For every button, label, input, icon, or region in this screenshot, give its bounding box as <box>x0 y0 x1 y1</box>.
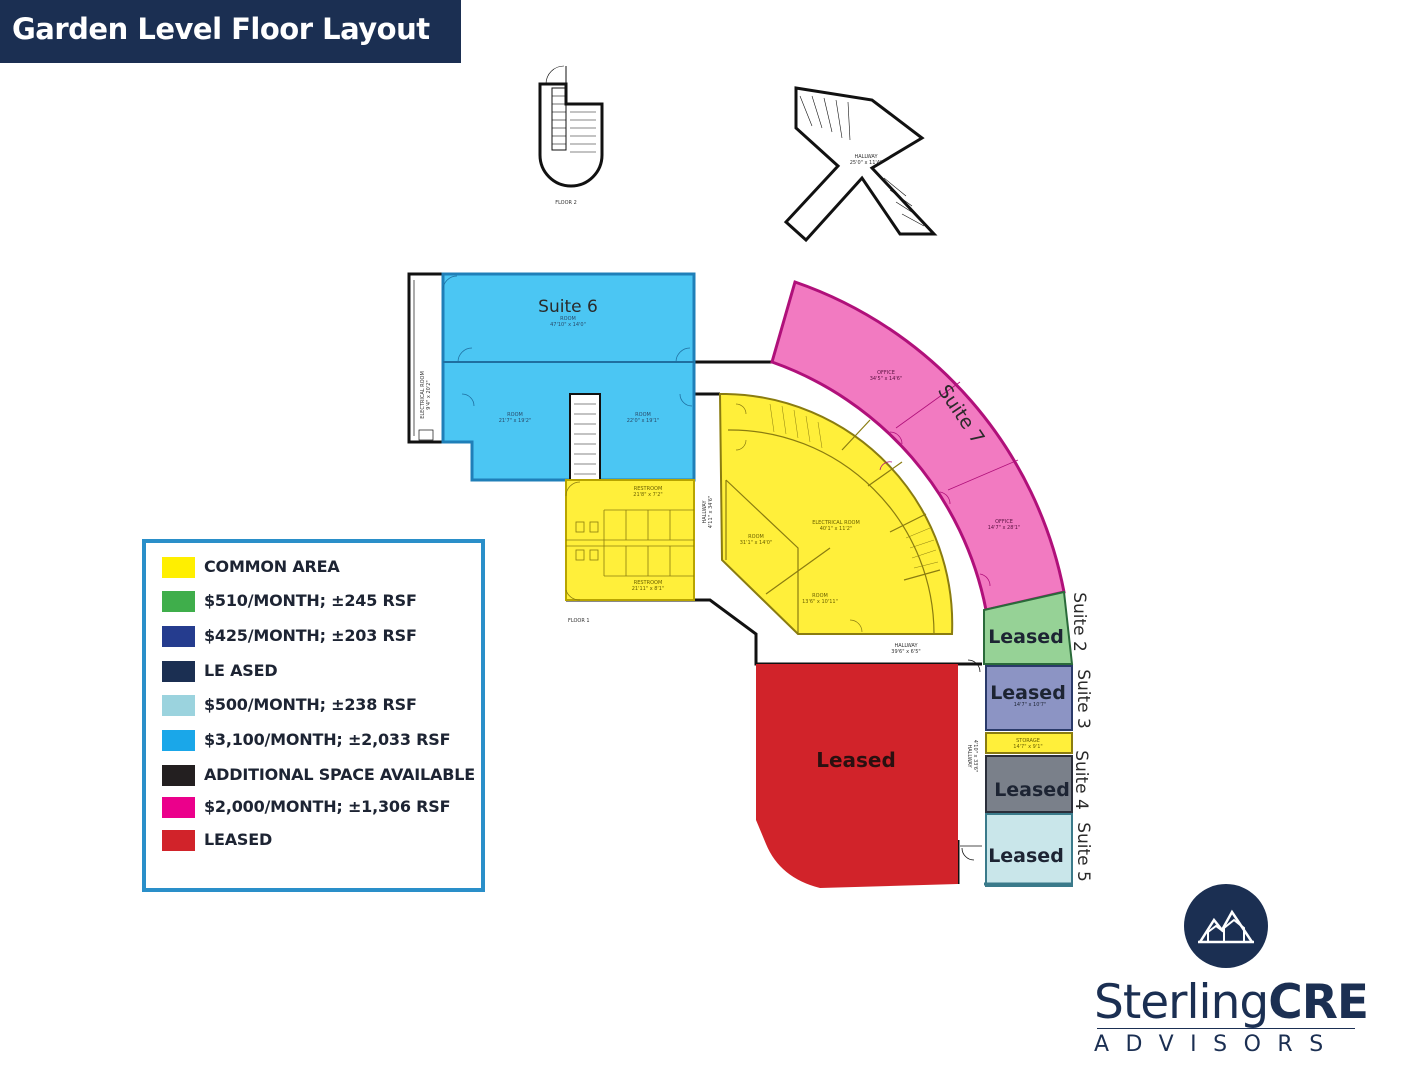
hallway-bottom-label: HALLWAY <box>894 643 918 649</box>
legend-swatch <box>162 626 195 647</box>
legend-label: $425/MONTH; ±203 RSF <box>204 626 417 645</box>
hallway-top-label: HALLWAY <box>854 154 878 160</box>
floor2-hallway <box>783 86 938 243</box>
electrical-left-lines <box>413 280 434 441</box>
legend-label: LE ASED <box>204 661 278 680</box>
logo-mountain-icon <box>1184 884 1268 968</box>
legend-swatch <box>162 797 195 818</box>
page-title: Garden Level Floor Layout <box>12 12 430 46</box>
legend-swatch <box>162 557 195 578</box>
suite6-room-dim: 47'10" x 14'0" <box>550 322 586 328</box>
legend-label: LEASED <box>204 830 273 849</box>
suite5-leased-label: Leased <box>988 845 1064 867</box>
hallway-right-label: HALLWAY <box>966 744 972 768</box>
office2-label: OFFICE <box>995 519 1013 525</box>
suite6-area <box>441 272 696 482</box>
hallway-mid-label: HALLWAY <box>702 500 708 524</box>
legend-label: $500/MONTH; ±238 RSF <box>204 695 417 714</box>
legend-swatch <box>162 830 195 851</box>
legend-label: $2,000/MONTH; ±1,306 RSF <box>204 797 451 816</box>
restrooms-area <box>565 479 695 601</box>
restroom-bottom-label: RESTROOM <box>634 580 663 586</box>
title-bar: Garden Level Floor Layout <box>0 0 461 63</box>
logo-name-light: Sterling <box>1094 975 1269 1030</box>
logo-wordmark: SterlingCRE <box>1094 975 1369 1030</box>
legend-swatch <box>162 661 195 682</box>
hallway-mid-dim: 4'11" x 34'6" <box>708 496 714 529</box>
suite3-office-dim: 14'7" x 10'7" <box>1014 702 1047 708</box>
room-d-dim: 13'6" x 10'11" <box>802 599 838 605</box>
restroom-top-dim: 21'8" x 7'2" <box>633 492 662 498</box>
floor1-label: FLOOR 1 <box>568 618 590 624</box>
suite5-label: Suite 5 <box>1073 822 1093 882</box>
suite3-leased-label: Leased <box>990 682 1066 704</box>
room-a-dim: 21'7" x 19'2" <box>499 418 532 424</box>
leased-large-label: Leased <box>816 748 896 772</box>
suite4-label: Suite 4 <box>1071 750 1091 810</box>
legend-swatch <box>162 765 195 786</box>
legend: COMMON AREA $510/MONTH; ±245 RSF $425/MO… <box>142 539 485 892</box>
restroom-top-label: RESTROOM <box>634 486 663 492</box>
logo-subtitle: ADVISORS <box>1094 1032 1340 1057</box>
leased-large-area <box>756 664 958 888</box>
legend-label: $3,100/MONTH; ±2,033 RSF <box>204 730 451 749</box>
legend-label: $510/MONTH; ±245 RSF <box>204 591 417 610</box>
suite2-label: Suite 2 <box>1069 592 1089 652</box>
office1-label: OFFICE <box>877 370 895 376</box>
room-c-label: ROOM <box>748 534 764 540</box>
room-d-label: ROOM <box>812 593 828 599</box>
office1-dim: 34'5" x 14'6" <box>870 376 903 382</box>
storage-dim: 14'7" x 9'1" <box>1013 744 1042 750</box>
suite6-room-label: ROOM <box>560 316 576 322</box>
suite3-label: Suite 3 <box>1073 669 1093 729</box>
restroom-bottom-dim: 21'11" x 8'1" <box>632 586 665 592</box>
electrical-room-label: ELECTRICAL ROOM <box>812 520 860 526</box>
floor2-label: FLOOR 2 <box>555 200 577 206</box>
hallway-bottom-dim: 39'6" x 6'5" <box>891 649 920 655</box>
logo-name-bold: CRE <box>1268 975 1369 1030</box>
central-common-area <box>718 393 954 635</box>
legend-swatch <box>162 730 195 751</box>
storage-label: STORAGE <box>1016 738 1040 744</box>
logo-divider <box>1097 1028 1355 1029</box>
electrical-room-dim: 40'1" x 11'2" <box>820 526 853 532</box>
room-c-dim: 31'1" x 14'0" <box>740 540 773 546</box>
room-a-label: ROOM <box>507 412 523 418</box>
room-b-label: ROOM <box>635 412 651 418</box>
electrical-left-dim: 9'4" x 20'2" <box>426 380 432 409</box>
legend-swatch <box>162 695 195 716</box>
legend-label: COMMON AREA <box>204 557 340 576</box>
floor2-stair <box>538 65 604 188</box>
room-b-dim: 22'0" x 19'1" <box>627 418 660 424</box>
legend-label: ADDITIONAL SPACE AVAILABLE <box>204 765 475 784</box>
suite4-leased-label: Leased <box>994 779 1070 801</box>
right-suites <box>960 590 1074 887</box>
hallway-right-dim: 4'10" x 33'6" <box>972 740 978 773</box>
hallway-top-dim: 25'0" x 11'4" <box>850 160 883 166</box>
suite6-label: Suite 6 <box>538 297 598 317</box>
office2-dim: 14'7" x 28'1" <box>988 525 1021 531</box>
suite2-leased-label: Leased <box>988 626 1064 648</box>
electrical-left-label: ELECTRICAL ROOM <box>420 371 426 419</box>
legend-swatch <box>162 591 195 612</box>
